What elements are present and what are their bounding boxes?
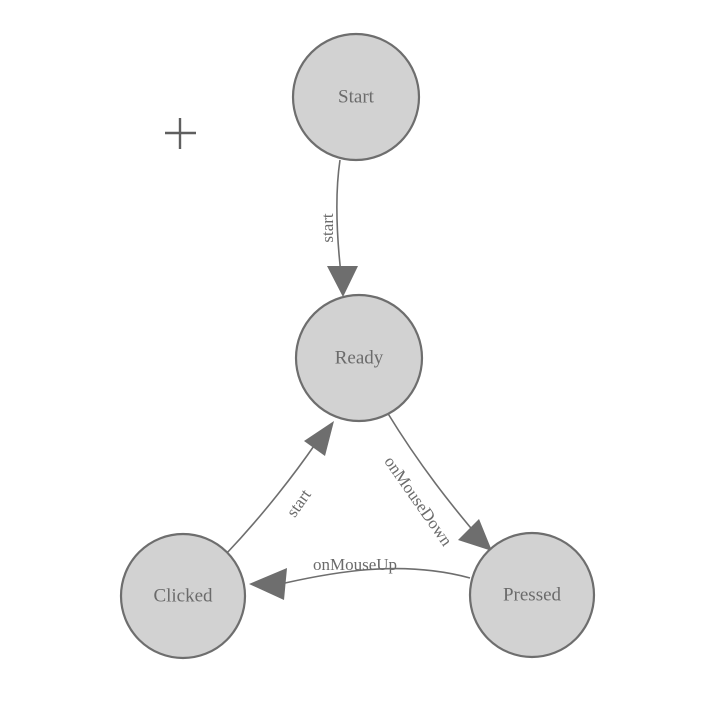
arrowhead-ready-to-pressed [458, 519, 492, 551]
node-start-label: Start [338, 86, 375, 107]
edge-path-pressed-to-clicked [284, 567, 471, 584]
edge-label-pressed-to-clicked: onMouseUp [313, 555, 397, 574]
node-pressed-circle [468, 531, 596, 659]
edge-label-start-to-ready: start [318, 213, 337, 243]
node-clicked-circle [119, 532, 247, 660]
edge-ready-to-pressed[interactable] [386, 411, 492, 551]
edge-path-clicked-to-ready [225, 442, 317, 555]
node-ready[interactable]: Ready [294, 293, 424, 423]
node-clicked[interactable]: Clicked [119, 532, 247, 660]
edge-start-to-ready[interactable] [327, 159, 358, 297]
arrowhead-pressed-to-clicked [249, 568, 287, 600]
node-pressed-label: Pressed [503, 584, 562, 605]
node-ready-circle [294, 293, 424, 423]
node-pressed[interactable]: Pressed [468, 531, 596, 659]
node-clicked-label: Clicked [153, 585, 213, 606]
node-start-circle [291, 32, 421, 162]
edge-path-start-to-ready [336, 159, 343, 284]
node-ready-label: Ready [335, 347, 384, 368]
node-start[interactable]: Start [291, 32, 421, 162]
edge-label-clicked-to-ready: start [283, 485, 316, 520]
edge-label-ready-to-pressed: onMouseDown [380, 453, 456, 550]
arrowhead-clicked-to-ready [304, 421, 334, 456]
arrowhead-start-to-ready [327, 266, 358, 297]
edge-clicked-to-ready[interactable] [225, 421, 334, 555]
crosshair-icon [165, 118, 196, 149]
edge-pressed-to-clicked[interactable] [249, 567, 471, 600]
